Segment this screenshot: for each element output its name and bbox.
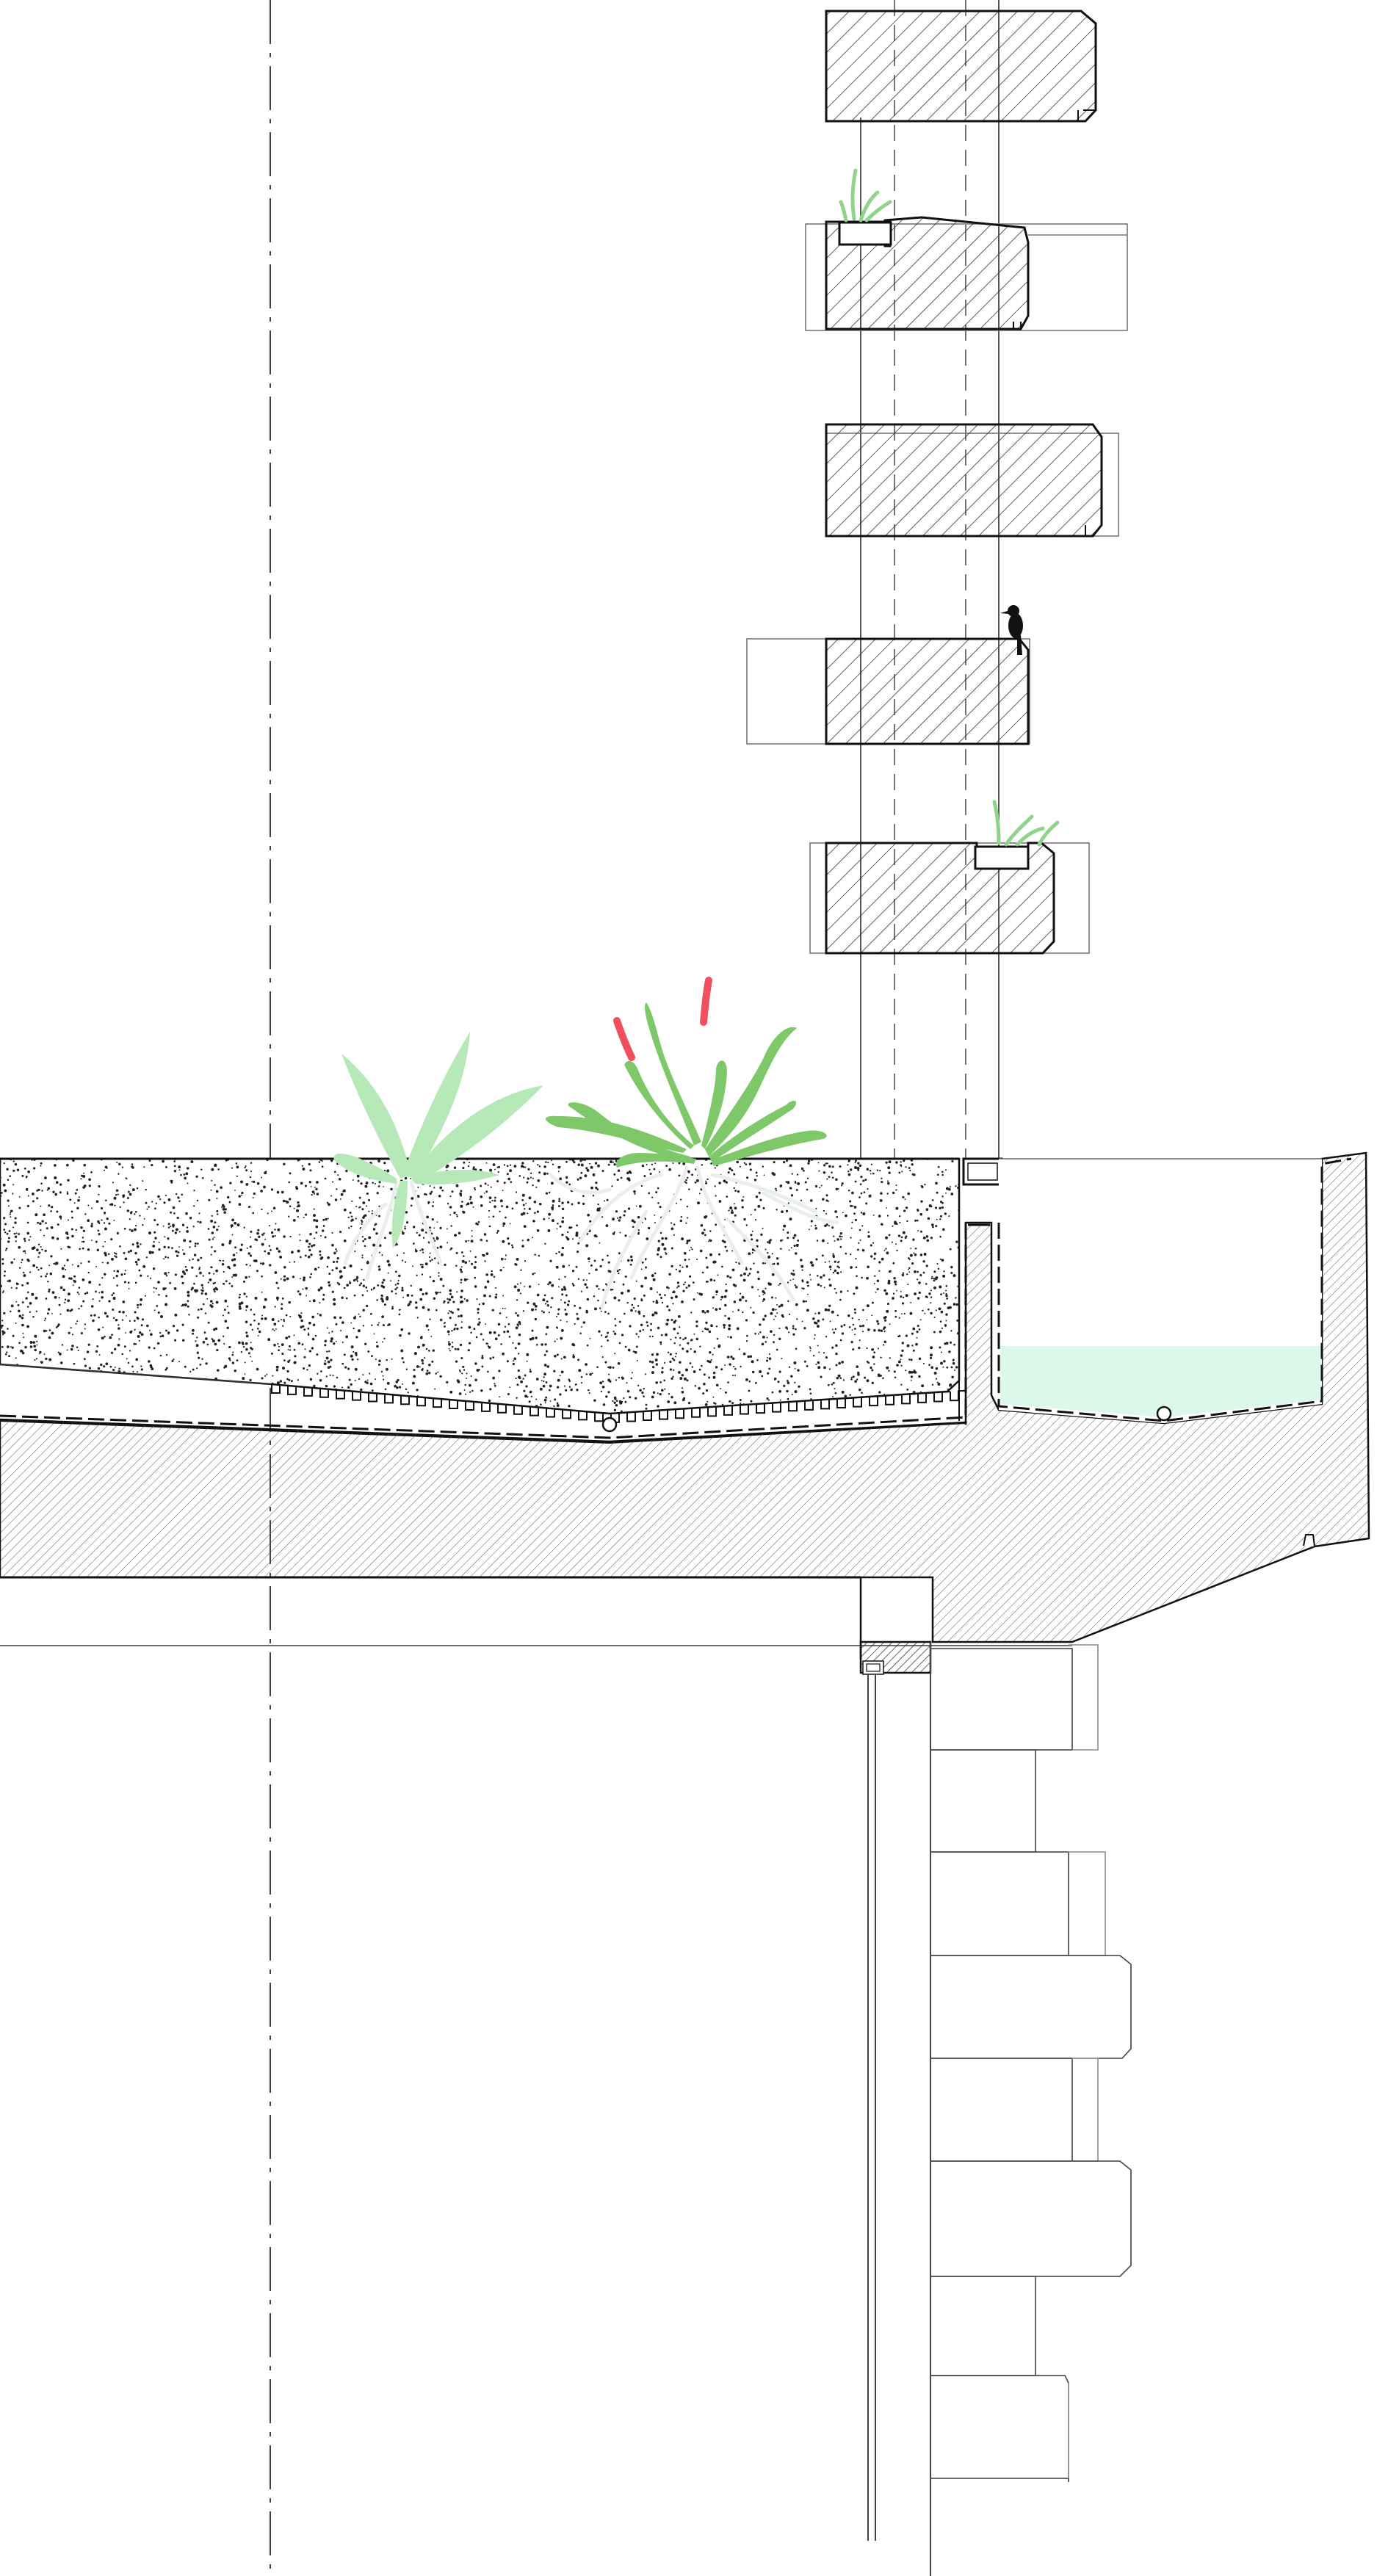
concrete-slab [0, 1151, 1370, 1660]
red-flower-icon [613, 977, 712, 1061]
louver-5 [809, 842, 1090, 955]
large-green-plant-icon [546, 1002, 827, 1168]
planter-box [974, 845, 1030, 870]
small-grass-icon [839, 168, 892, 222]
light-green-plant-icon [333, 1032, 543, 1248]
soil-bed [0, 1157, 961, 1415]
planter-box [838, 221, 892, 246]
louver-3 [825, 423, 1119, 538]
bird-icon [1000, 605, 1023, 655]
louver-1 [825, 10, 1097, 123]
lower-facade-louvers [930, 1644, 1132, 2482]
small-grass-icon [992, 800, 1060, 847]
louver-4 [746, 637, 1030, 745]
gutter [997, 1157, 1352, 1423]
plant-roots [343, 1165, 839, 1309]
window-frame [859, 1640, 932, 2576]
louver-support-frame [860, 0, 1000, 1159]
louver-2 [805, 216, 1128, 331]
